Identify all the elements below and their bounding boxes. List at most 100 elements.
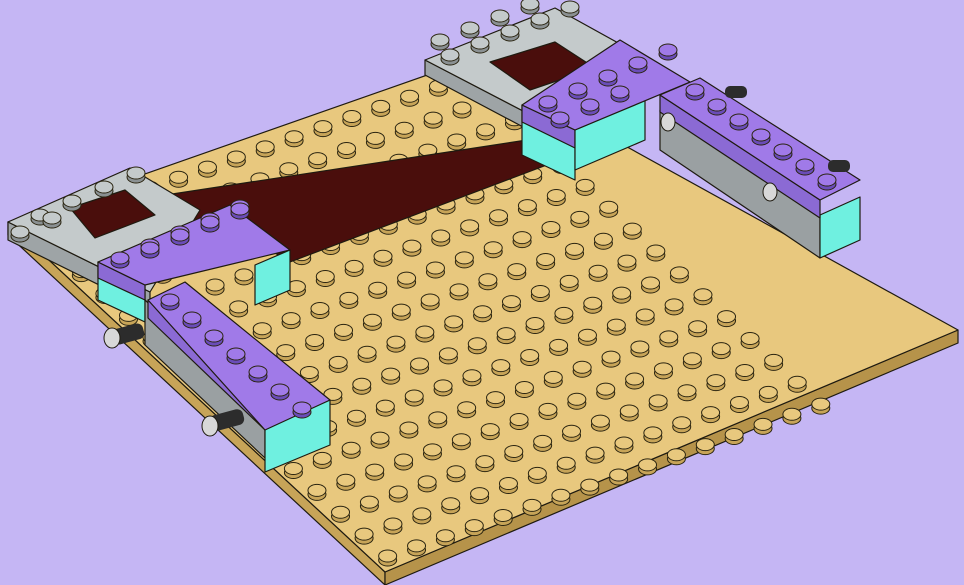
baseplate-stud xyxy=(395,122,413,138)
purple-stud xyxy=(659,44,677,60)
baseplate-stud xyxy=(423,444,441,460)
baseplate-stud xyxy=(338,143,356,159)
baseplate-stud xyxy=(547,190,565,206)
baseplate-stud xyxy=(513,232,531,248)
baseplate-stud xyxy=(479,274,497,290)
baseplate-stud xyxy=(528,467,546,483)
baseplate-stud xyxy=(484,242,502,258)
baseplate-stud xyxy=(448,134,466,150)
gray-stud xyxy=(11,226,29,242)
baseplate-stud xyxy=(571,211,589,227)
baseplate-stud xyxy=(313,452,331,468)
baseplate-stud xyxy=(366,132,384,148)
baseplate-stud xyxy=(355,528,373,544)
baseplate-stud xyxy=(465,520,483,536)
baseplate-stud xyxy=(332,506,350,522)
purple-stud xyxy=(249,366,267,382)
baseplate-stud xyxy=(452,434,470,450)
purple-stud xyxy=(141,242,159,258)
baseplate-stud xyxy=(376,400,394,416)
purple-stud xyxy=(161,294,179,310)
baseplate-stud xyxy=(316,271,334,287)
baseplate-stud xyxy=(550,339,568,355)
baseplate-stud xyxy=(442,498,460,514)
baseplate-stud xyxy=(347,410,365,426)
baseplate-stud xyxy=(568,393,586,409)
baseplate-stud xyxy=(660,331,678,347)
baseplate-stud xyxy=(537,254,555,270)
baseplate-stud xyxy=(311,303,329,319)
baseplate-stud xyxy=(765,354,783,370)
baseplate-stud xyxy=(392,304,410,320)
baseplate-stud xyxy=(544,371,562,387)
baseplate-stud xyxy=(335,324,353,340)
baseplate-stud xyxy=(620,405,638,421)
baseplate-stud xyxy=(416,326,434,342)
baseplate-stud xyxy=(401,90,419,106)
baseplate-stud xyxy=(345,260,363,276)
baseplate-stud xyxy=(372,100,390,116)
baseplate-stud xyxy=(712,343,730,359)
baseplate-stud xyxy=(534,435,552,451)
baseplate-stud xyxy=(170,171,188,187)
baseplate-stud xyxy=(337,474,355,490)
baseplate-stud xyxy=(329,356,347,372)
baseplate-stud xyxy=(673,417,691,433)
gray-stud xyxy=(471,37,489,53)
baseplate-stud xyxy=(670,267,688,283)
gray-stud xyxy=(441,49,459,65)
baseplate-stud xyxy=(607,319,625,335)
baseplate-stud xyxy=(581,479,599,495)
baseplate-stud xyxy=(389,486,407,502)
baseplate-stud xyxy=(597,383,615,399)
baseplate-stud xyxy=(678,385,696,401)
baseplate-stud xyxy=(405,390,423,406)
baseplate-stud xyxy=(557,457,575,473)
purple-stud xyxy=(111,252,129,268)
baseplate-stud xyxy=(730,397,748,413)
baseplate-stud xyxy=(665,299,683,315)
baseplate-stud xyxy=(360,496,378,512)
purple-stud xyxy=(227,348,245,364)
baseplate-stud xyxy=(594,233,612,249)
baseplate-stud xyxy=(647,245,665,261)
baseplate-stud xyxy=(306,335,324,351)
baseplate-stud xyxy=(382,368,400,384)
baseplate-stud xyxy=(308,484,326,500)
purple-stud xyxy=(183,312,201,328)
baseplate-stud xyxy=(754,418,772,434)
baseplate-stud xyxy=(623,223,641,239)
baseplate-stud xyxy=(426,262,444,278)
baseplate-stud xyxy=(683,353,701,369)
baseplate-stud xyxy=(369,282,387,298)
baseplate-stud xyxy=(610,469,628,485)
baseplate-stud xyxy=(384,518,402,534)
baseplate-stud xyxy=(502,296,520,312)
gray-stud xyxy=(431,34,449,50)
baseplate-stud xyxy=(455,252,473,268)
baseplate-stud xyxy=(340,292,358,308)
baseplate-stud xyxy=(424,112,442,128)
purple-stud xyxy=(569,83,587,99)
baseplate-stud xyxy=(812,398,830,414)
baseplate-stud xyxy=(282,313,300,329)
purple-stud xyxy=(551,112,569,128)
purple-stud xyxy=(752,129,770,145)
baseplate-stud xyxy=(741,333,759,349)
baseplate-stud xyxy=(450,284,468,300)
baseplate-stud xyxy=(718,311,736,327)
gray-stud xyxy=(63,195,81,211)
baseplate-stud xyxy=(353,378,371,394)
baseplate-stud xyxy=(552,489,570,505)
baseplate-stud xyxy=(639,459,657,475)
gray-stud xyxy=(561,1,579,17)
baseplate-stud xyxy=(499,478,517,494)
baseplate-stud xyxy=(759,386,777,402)
baseplate-stud xyxy=(702,407,720,423)
baseplate-stud xyxy=(387,336,405,352)
baseplate-stud xyxy=(230,301,248,317)
baseplate-stud xyxy=(379,550,397,566)
purple-stud xyxy=(581,99,599,115)
baseplate-stud xyxy=(411,358,429,374)
